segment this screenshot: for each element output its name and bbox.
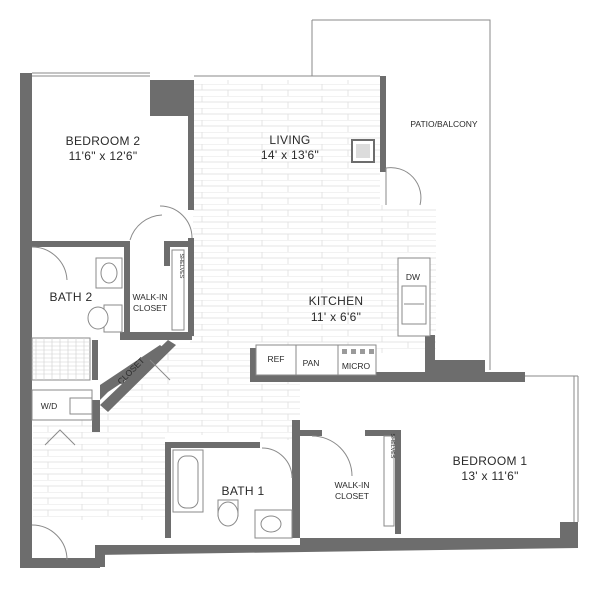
- walls: [20, 73, 578, 568]
- patio-label: PATIO/BALCONY: [410, 119, 478, 129]
- bath2-fixtures: [31, 257, 123, 381]
- windows: [32, 72, 579, 522]
- pan-label: PAN: [303, 358, 320, 368]
- shelves-closet-2: [171, 249, 185, 331]
- bedroom2-size: 11'6" x 12'6": [69, 149, 138, 163]
- bedroom1-name: BEDROOM 1: [453, 454, 528, 468]
- walkin-closet-2-line2: CLOSET: [133, 303, 167, 313]
- dw-label: DW: [406, 272, 420, 282]
- walkin-closet-1-line1: WALK-IN: [334, 480, 369, 490]
- bath1-name: BATH 1: [222, 484, 265, 498]
- living-name: LIVING: [269, 133, 310, 147]
- living-floor: [33, 80, 436, 520]
- bedroom1-size: 13' x 11'6": [461, 469, 518, 483]
- ref-label: REF: [268, 354, 285, 364]
- kitchen-name: KITCHEN: [309, 294, 364, 308]
- kitchen-size: 11' x 6'6": [311, 310, 361, 324]
- bath2-name: BATH 2: [50, 290, 93, 304]
- wd-label: W/D: [41, 401, 58, 411]
- living-size: 14' x 13'6": [261, 148, 319, 162]
- doors: [31, 167, 422, 561]
- shelves-label-2: SHELVES: [178, 254, 184, 279]
- shelves-closet-1: [383, 435, 395, 527]
- kitchen-counters: [255, 257, 431, 376]
- bath1-fixtures: [172, 449, 293, 539]
- patio-outline: [312, 19, 491, 370]
- micro-label: MICRO: [342, 361, 371, 371]
- walkin-closet-2-line1: WALK-IN: [132, 292, 167, 302]
- shelves-label-1: SHELVES: [389, 434, 395, 459]
- bedroom2-name: BEDROOM 2: [66, 134, 141, 148]
- walkin-closet-1-line2: CLOSET: [335, 491, 369, 501]
